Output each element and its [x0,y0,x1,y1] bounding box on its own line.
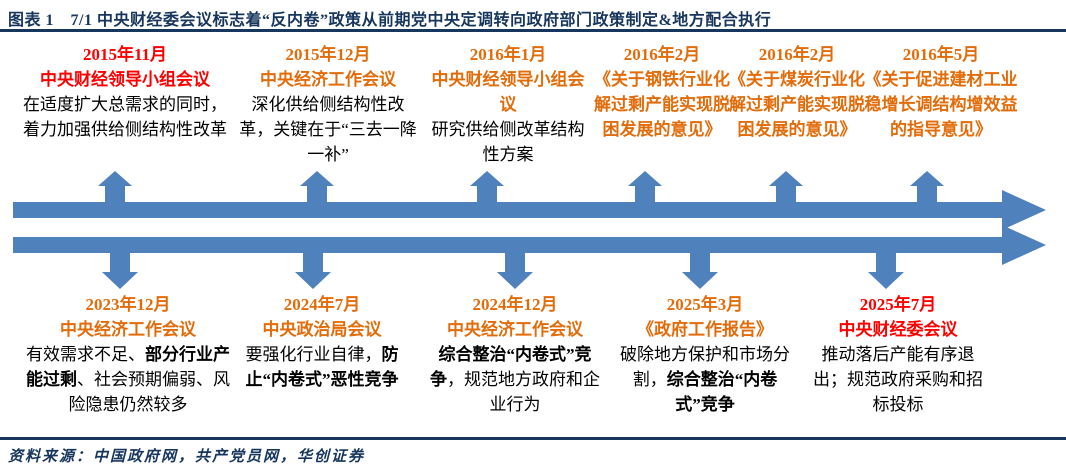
timeline-event-2024-07: 2024年7月 中央政治局会议 要强化行业自律，防止“内卷式”恶性竞争 [232,292,412,392]
up-arrow-icon [769,171,803,203]
event-title: 《关于煤炭行业化解过剩产能实现脱困发展的意见》 [729,70,865,139]
event-title: 中央经济工作会议 [447,320,583,339]
event-title: 中央经济工作会议 [260,70,396,89]
event-body-text: 研究供给侧改革结构性方案 [431,120,585,164]
event-body: 在适度扩大总需求的同时，着力加强供给侧结构性改革 [22,92,228,142]
timeline-event-2016-02-coal: 2016年2月 《关于煤炭行业化解过剩产能实现脱困发展的意见》 [727,42,867,142]
event-date: 2016年2月 [623,45,701,64]
up-arrow-icon [628,171,662,203]
event-date: 2016年5月 [902,45,980,64]
figure-title: 图表 1 7/1 中央财经委会议标志着“反内卷”政策从前期党中央定调转向政府部门… [8,12,772,29]
up-arrow-icon [300,171,334,203]
down-arrow-icon [682,252,718,289]
timeline-event-2016-02-steel: 2016年2月 《关于钢铁行业化解过剩产能实现脱困发展的意见》 [592,42,732,142]
event-body: 综合整治“内卷式”竞争，规范地方政府和企业行为 [423,342,607,417]
timeline-event-2016-05: 2016年5月 《关于促进建材工业稳增长调结构增效益的指导意见》 [860,42,1022,142]
event-date: 2025年7月 [859,295,937,314]
event-title: 《政府工作报告》 [637,320,773,339]
event-date: 2016年2月 [758,45,836,64]
timeline-arrow-right-bottom [13,225,1046,265]
footer-divider [0,437,1066,440]
event-title: 中央政治局会议 [262,320,382,339]
timeline-event-2025-07: 2025年7月 中央财经委会议 推动落后产能有序退出；规范政府采购和招标投标 [806,292,990,417]
down-arrow-icon [497,252,533,289]
event-date: 2015年11月 [82,45,168,64]
timeline-event-2024-12: 2024年12月 中央经济工作会议 综合整治“内卷式”竞争，规范地方政府和企业行… [423,292,607,417]
timeline-event-2023-12: 2023年12月 中央经济工作会议 有效需求不足、部分行业产能过剩、社会预期偏弱… [25,292,231,417]
up-arrow-icon [470,171,504,203]
event-body-text: 破除地方保护和市场分割， [620,345,790,389]
timeline-arrow-right-top [13,190,1046,230]
event-title: 中央财经领导小组会议 [40,70,210,89]
up-arrow-icon [98,171,132,203]
event-body-bold: 部分行业产能过剩 [26,345,230,389]
timeline-event-2015-12: 2015年12月 中央经济工作会议 深化供给侧结构性改革，关键在于“三去一降一补… [237,42,419,167]
up-arrow-icon [910,171,944,203]
event-title: 《关于钢铁行业化解过剩产能实现脱困发展的意见》 [594,70,730,139]
event-body-bold: 防止“内卷式”恶性竞争 [245,345,399,389]
event-body-text: 、社会预期偏弱、风险隐患仍然较多 [68,370,231,414]
event-body: 研究供给侧改革结构性方案 [429,117,587,167]
title-underline [0,29,1066,32]
event-body-bold: 综合整治“内卷式”竞争 [430,345,592,389]
event-body-text: 深化供给侧结构性改革，关键在于“三去一降一补” [239,95,417,164]
event-date: 2024年12月 [472,295,558,314]
event-body: 深化供给侧结构性改革，关键在于“三去一降一补” [237,92,419,167]
event-body-text: ，规范地方政府和企业行为 [447,370,600,414]
event-date: 2025年3月 [666,295,744,314]
event-body-text: 要强化行业自律， [245,345,382,364]
event-body-text: 在适度扩大总需求的同时，着力加强供给侧结构性改革 [23,95,227,139]
event-title: 中央财经委会议 [838,320,958,339]
event-date: 2023年12月 [85,295,171,314]
event-date: 2024年7月 [283,295,361,314]
down-arrow-icon [102,252,138,289]
timeline-event-2016-01: 2016年1月 中央财经领导小组会议 研究供给侧改革结构性方案 [429,42,587,167]
down-arrow-icon [868,252,904,289]
event-body-text: 有效需求不足、 [26,345,145,364]
event-date: 2015年12月 [285,45,371,64]
event-body-bold: 综合整治“内卷式”竞争 [666,370,778,414]
event-date: 2016年1月 [469,45,547,64]
down-arrow-icon [295,252,331,289]
source-note: 资料来源：中国政府网，共产党员网，华创证券 [8,449,366,465]
event-title: 中央经济工作会议 [60,320,196,339]
event-title: 《关于促进建材工业稳增长调结构增效益的指导意见》 [864,70,1018,139]
event-body-text: 推动落后产能有序退出；规范政府采购和招标投标 [813,345,983,414]
event-body: 有效需求不足、部分行业产能过剩、社会预期偏弱、风险隐患仍然较多 [25,342,231,417]
timeline-event-2015-11: 2015年11月 中央财经领导小组会议 在适度扩大总需求的同时，着力加强供给侧结… [22,42,228,142]
event-body: 要强化行业自律，防止“内卷式”恶性竞争 [232,342,412,392]
event-body: 推动落后产能有序退出；规范政府采购和招标投标 [806,342,990,417]
event-title: 中央财经领导小组会议 [431,70,585,114]
timeline-event-2025-03: 2025年3月 《政府工作报告》 破除地方保护和市场分割，综合整治“内卷式”竞争 [613,292,797,417]
event-body: 破除地方保护和市场分割，综合整治“内卷式”竞争 [613,342,797,417]
